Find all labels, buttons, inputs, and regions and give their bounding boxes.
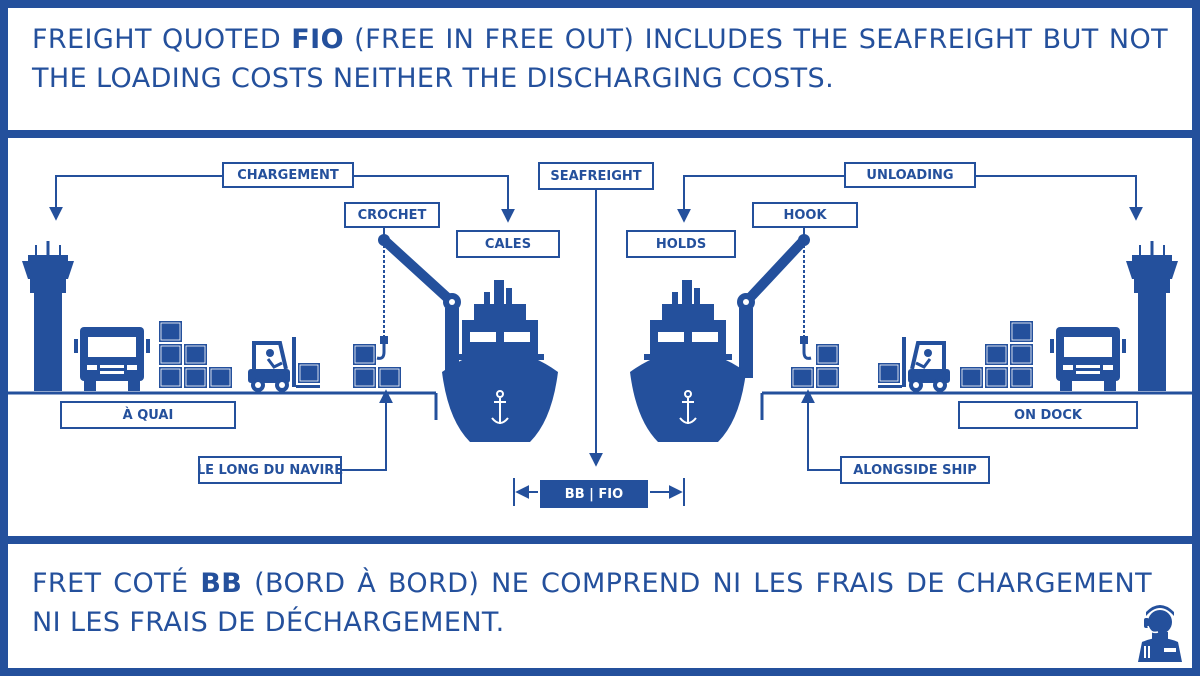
- fio-text-end: (FREE IN FREE OUT) INCLUDES THE SEAFREIG…: [32, 24, 1168, 94]
- diagram-panel: CHARGEMENT CROCHET CALES SEAFREIGHT HOLD…: [8, 138, 1192, 536]
- bb-term: BB: [200, 568, 243, 599]
- operator-mascot-icon: [1138, 605, 1182, 662]
- on-dock-label: ON DOCK: [958, 401, 1138, 429]
- chargement-right-arrow: [354, 175, 515, 223]
- a-quai-label: À QUAI: [60, 401, 236, 429]
- cales-label: CALES: [456, 230, 560, 258]
- alongside-right-arrow: [801, 389, 840, 471]
- truck-icon: [74, 327, 150, 391]
- unloading-label: UNLOADING: [844, 162, 976, 188]
- bottom-panel: FRET COTÉ BB (BORD À BORD) NE COMPREND N…: [8, 544, 1192, 668]
- seafreight-label: SEAFREIGHT: [538, 162, 654, 190]
- chargement-left-arrow: [49, 175, 222, 221]
- ship-icon: [629, 279, 747, 443]
- holds-label: HOLDS: [626, 230, 736, 258]
- bb-fio-label: BB | FIO: [540, 480, 648, 508]
- hook-icon: [800, 336, 812, 360]
- fio-term: FIO: [291, 24, 344, 55]
- top-panel: FREIGHT QUOTED FIO (FREE IN FREE OUT) IN…: [8, 8, 1192, 130]
- control-tower-icon: [1124, 239, 1180, 393]
- chargement-label: CHARGEMENT: [222, 162, 354, 188]
- fio-text-start: FREIGHT QUOTED: [32, 24, 292, 55]
- bb-description: FRET COTÉ BB (BORD À BORD) NE COMPREND N…: [32, 564, 1152, 642]
- hook-label: HOOK: [752, 202, 858, 228]
- fio-bb-diagram: [8, 175, 1192, 506]
- forklift-icon: [246, 335, 322, 394]
- unloading-left-arrow: [677, 175, 844, 223]
- bb-text-start: FRET COTÉ: [32, 568, 201, 599]
- forklift-icon: [876, 335, 952, 394]
- crane-icon: [737, 234, 810, 378]
- bb-text-end: (BORD À BORD) NE COMPREND NI LES FRAIS D…: [32, 568, 1152, 638]
- truck-icon: [1050, 327, 1126, 391]
- fio-description: FREIGHT QUOTED FIO (FREE IN FREE OUT) IN…: [32, 20, 1168, 98]
- hook-icon: [376, 336, 388, 360]
- crane-icon: [378, 234, 461, 378]
- alongside-ship-label: ALONGSIDE SHIP: [840, 456, 990, 484]
- control-tower-icon: [20, 239, 76, 393]
- alongside-left-arrow: [342, 389, 393, 471]
- unloading-right-arrow: [976, 175, 1143, 221]
- le-long-du-navire-label: LE LONG DU NAVIRE: [197, 456, 343, 484]
- crochet-label: CROCHET: [344, 202, 440, 228]
